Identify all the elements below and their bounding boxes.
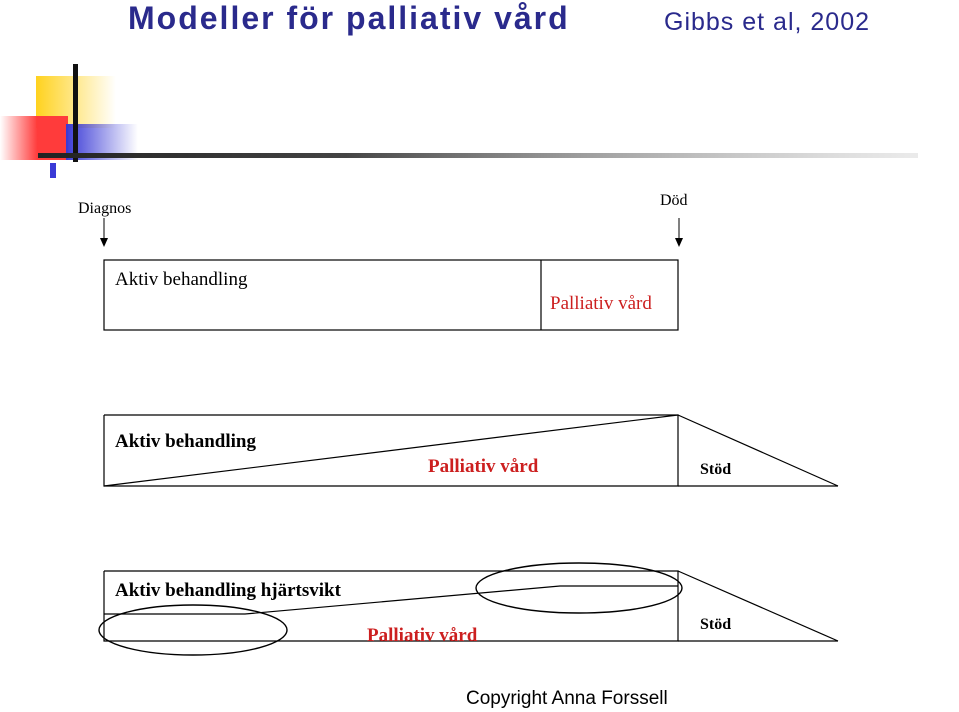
model-3-palliativ-label: Palliativ vård (367, 625, 478, 646)
model-3-highlight-left (98, 604, 288, 656)
model-3-highlight-right (475, 562, 683, 614)
model-1-aktiv-label: Aktiv behandling (115, 269, 248, 290)
deco-vertical-bar (73, 64, 78, 162)
page-subtitle: Gibbs et al, 2002 (664, 8, 871, 36)
deco-red-square (0, 116, 68, 160)
model-3-stod-label: Stöd (700, 616, 731, 633)
model-1-box (103, 259, 679, 331)
diagnos-label: Diagnos (78, 200, 131, 217)
model-2-diagonal (103, 414, 679, 487)
model-1-palliativ-label: Palliativ vård (550, 293, 652, 314)
dod-label: Död (660, 192, 688, 209)
diagnos-arrow-icon (100, 218, 108, 247)
model-2-palliativ-label: Palliativ vård (428, 456, 539, 477)
model-3-aktiv-label: Aktiv behandling hjärtsvikt (115, 580, 342, 601)
model-3-trajectory (104, 585, 678, 615)
model-2-stod-label: Stöd (700, 461, 731, 478)
dod-arrow-icon (675, 218, 683, 247)
copyright-footer: Copyright Anna Forssell (466, 688, 668, 709)
model-3-stod-slope (677, 570, 839, 642)
model-2-aktiv-label: Aktiv behandling (115, 431, 256, 452)
model-1-sequential: Aktiv behandling Palliativ vård (103, 259, 679, 331)
decorative-logo (0, 64, 918, 178)
model-2-transition: Aktiv behandling Palliativ vård Stöd (103, 414, 839, 487)
deco-blue-tick (50, 163, 56, 178)
header-rule (38, 153, 918, 158)
model-2-stod-slope (677, 414, 839, 487)
model-3-heart-failure: Aktiv behandling hjärtsvikt Palliativ vå… (98, 562, 839, 656)
page-title: Modeller för palliativ vård (128, 0, 570, 36)
